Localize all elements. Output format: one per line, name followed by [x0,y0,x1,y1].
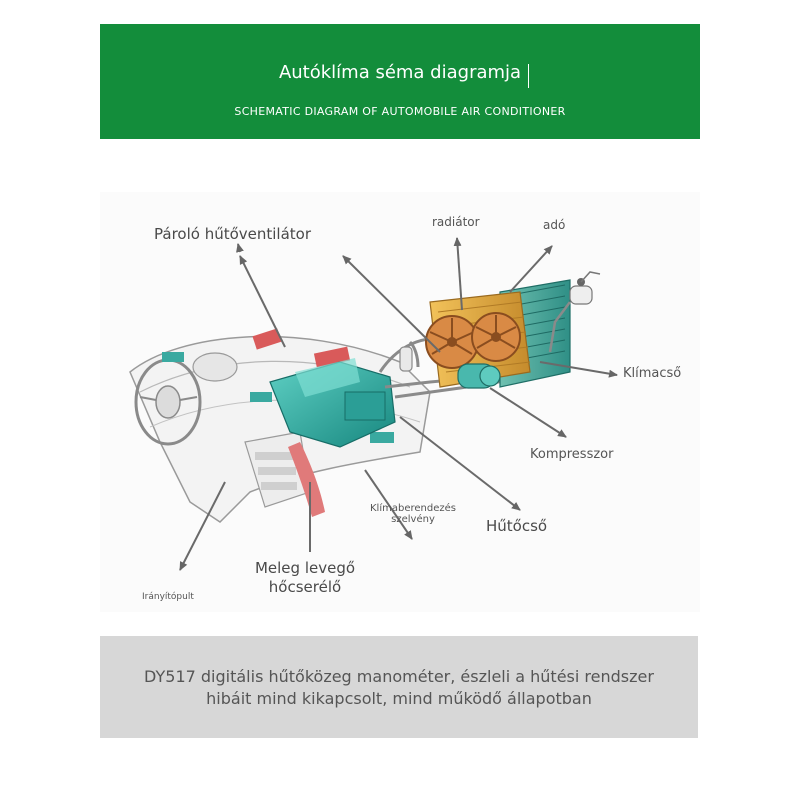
diagram-illustration [129,237,618,571]
ac-schematic-diagram: Pároló hűtőventilátor radiátor adó Klíma… [100,192,700,612]
label-control-panel: Irányítópult [142,592,194,602]
text-cursor [528,64,529,88]
callout-arrows [179,237,618,571]
arrow-ac-pipe [539,361,618,378]
page-subtitle: SCHEMATIC DIAGRAM OF AUTOMOBILE AIR COND… [234,105,566,118]
header-banner: Autóklíma séma diagramja SCHEMATIC DIAGR… [100,24,700,139]
label-ac-valve-line2: szelvény [391,514,435,525]
caption-line2: hibáit mind kikapcsolt, mind működő álla… [206,689,592,708]
expansion-valve [548,271,601,353]
label-ac-valve: Klímaberendezés szelvény [358,503,468,525]
arrow-transmitter [509,245,553,293]
label-heater-line2: hőcserélő [268,578,342,596]
cooling-fans [425,312,521,369]
arrow-radiator-left [342,255,441,353]
arrow-control-panel [179,481,226,571]
evaporator-unit [269,358,396,448]
arrow-ac-valve [364,469,413,540]
caption-line1: DY517 digitális hűtőközeg manométer, ész… [144,667,654,686]
arrow-radiator [453,237,463,311]
label-transmitter: adó [543,218,566,232]
caption-text: DY517 digitális hűtőközeg manométer, ész… [100,666,698,710]
label-heater-core: Meleg levegő hőcserélő [250,559,360,597]
label-cooling-pipe: Hűtőcső [486,517,548,535]
receiver-drier [399,346,413,372]
compressor [457,363,501,389]
label-radiator: radiátor [432,215,480,229]
label-ac-pipe: Klímacső [623,366,682,381]
arrow-evaporator-fan-up [236,243,244,253]
caption-box: DY517 digitális hűtőközeg manométer, ész… [100,636,698,738]
arrow-compressor [489,387,567,438]
arrow-evaporator-fan-body [239,255,286,348]
label-evaporator-fan: Pároló hűtőventilátor [154,225,312,243]
label-heater-line1: Meleg levegő [254,559,356,577]
label-ac-valve-line1: Klímaberendezés [370,503,456,514]
arrow-cooling-pipe [399,416,521,511]
page-title: Autóklíma séma diagramja [278,62,522,83]
label-compressor: Kompresszor [530,447,614,462]
